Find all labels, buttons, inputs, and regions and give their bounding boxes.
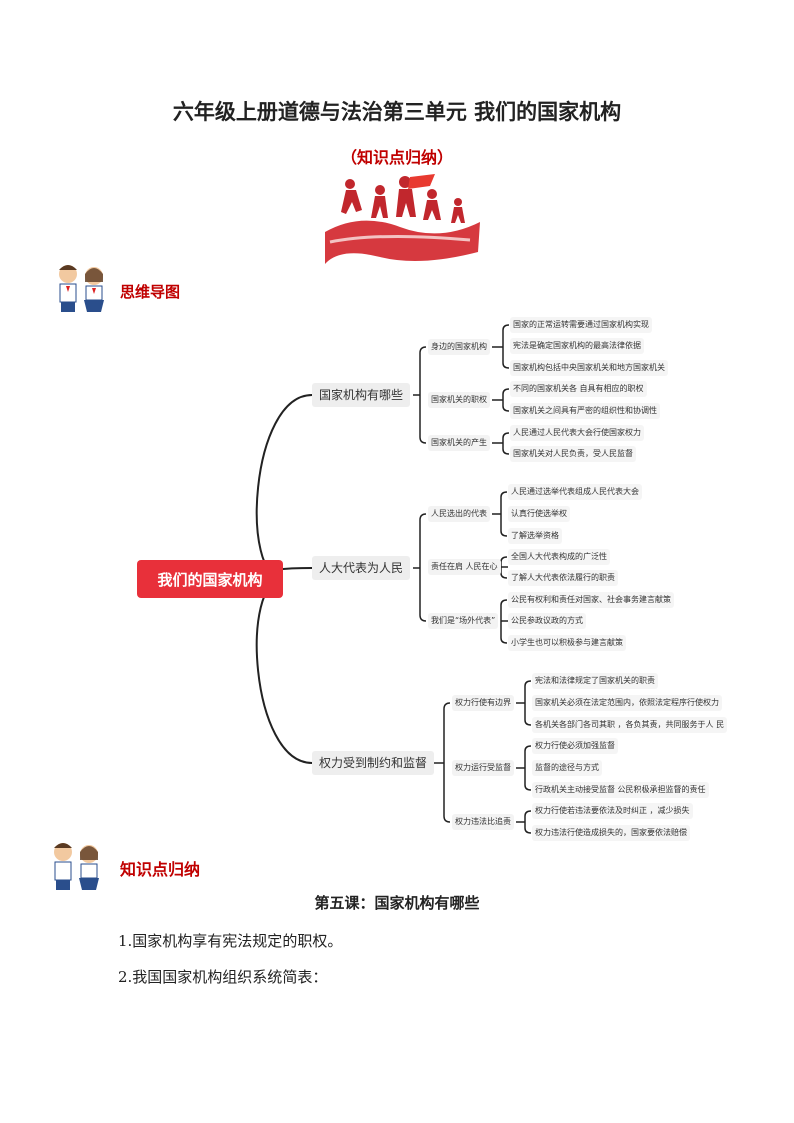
students-icon-2 <box>54 843 99 890</box>
students-icon <box>59 265 104 312</box>
mindmap-subtopic[interactable]: 国家机关的职权 <box>428 392 490 408</box>
mindmap-leaf[interactable]: 公民参政议政的方式 <box>508 613 586 629</box>
mindmap-leaf[interactable]: 了解选举资格 <box>508 528 562 544</box>
mindmap-leaf[interactable]: 国家机关对人民负责，受人民监督 <box>510 446 636 462</box>
mindmap-leaf[interactable]: 不同的国家机关各 自具有相应的职权 <box>510 381 647 397</box>
mindmap-leaf[interactable]: 监督的途径与方式 <box>532 760 602 776</box>
mindmap-leaf[interactable]: 国家机关之间具有严密的组织性和协调性 <box>510 403 660 419</box>
mindmap-leaf[interactable]: 国家机关必须在法定范围内，依照法定程序行使权力 <box>532 695 722 711</box>
mindmap-leaf[interactable]: 公民有权利和责任对国家、社会事务建言献策 <box>508 592 674 608</box>
mindmap-section-heading: 思维导图 <box>120 283 181 301</box>
mindmap-leaf[interactable]: 各机关各部门各司其职 ，各负其责，共同服务于人 民 <box>532 717 728 733</box>
mindmap-leaf[interactable]: 权力违法行使造成损失的，国家要依法赔偿 <box>532 825 690 841</box>
mindmap-leaf[interactable]: 国家的正常运转需要通过国家机构实现 <box>510 317 652 333</box>
mindmap-subtopic[interactable]: 身边的国家机构 <box>428 339 490 355</box>
point-2: 2.我国国家机构组织系统简表： <box>118 968 328 986</box>
mindmap-leaf[interactable]: 全国人大代表构成的广泛性 <box>508 549 610 565</box>
mindmap-leaf[interactable]: 了解人大代表依法履行的职责 <box>508 570 618 586</box>
point-1: 1.国家机构享有宪法规定的职权。 <box>118 932 343 950</box>
lesson-title: 第五课：国家机构有哪些 <box>314 894 480 912</box>
mindmap-leaf[interactable]: 权力行使若违法要依法及时纠正 ，减少损失 <box>532 803 693 819</box>
mindmap-leaf[interactable]: 宪法是确定国家机构的最高法律依据 <box>510 338 644 354</box>
mindmap-subtopic[interactable]: 责任在肩 人民在心 <box>428 559 501 575</box>
mindmap-leaf[interactable]: 人民通过选举代表组成人民代表大会 <box>508 484 642 500</box>
mindmap-subtopic[interactable]: 人民选出的代表 <box>428 506 490 522</box>
page-subtitle: （知识点归纳） <box>340 148 453 167</box>
mindmap-subtopic[interactable]: 权力行使有边界 <box>452 695 514 711</box>
mindmap-branch[interactable]: 权力受到制约和监督 <box>312 751 435 775</box>
mindmap-root[interactable]: 我们的国家机构 <box>137 560 283 598</box>
mindmap-leaf[interactable]: 小学生也可以积极参与建言献策 <box>508 635 626 651</box>
mindmap-leaf[interactable]: 宪法和法律规定了国家机关的职责 <box>532 673 658 689</box>
mindmap-leaf[interactable]: 权力行使必须加强监督 <box>532 738 618 754</box>
mindmap-subtopic[interactable]: 国家机关的产生 <box>428 435 490 451</box>
page-title: 六年级上册道德与法治第三单元 我们的国家机构 <box>172 99 622 124</box>
mindmap-subtopic[interactable]: 权力运行受监督 <box>452 760 514 776</box>
mindmap-branch[interactable]: 国家机构有哪些 <box>312 383 411 407</box>
mindmap-subtopic[interactable]: 权力违法比追责 <box>452 814 514 830</box>
mindmap-leaf[interactable]: 认真行使选举权 <box>508 506 570 522</box>
summary-section-heading: 知识点归纳 <box>120 860 201 879</box>
mindmap-subtopic[interactable]: 我们是“场外代表” <box>428 613 499 629</box>
mindmap-leaf[interactable]: 国家机构包括中央国家机关和地方国家机关 <box>510 360 668 376</box>
mindmap-branch[interactable]: 人大代表为人民 <box>312 556 411 580</box>
runners-banner-image <box>325 174 480 264</box>
mindmap-leaf[interactable]: 行政机关主动接受监督 公民积极承担监督的责任 <box>532 782 709 798</box>
mindmap-leaf[interactable]: 人民通过人民代表大会行使国家权力 <box>510 425 644 441</box>
